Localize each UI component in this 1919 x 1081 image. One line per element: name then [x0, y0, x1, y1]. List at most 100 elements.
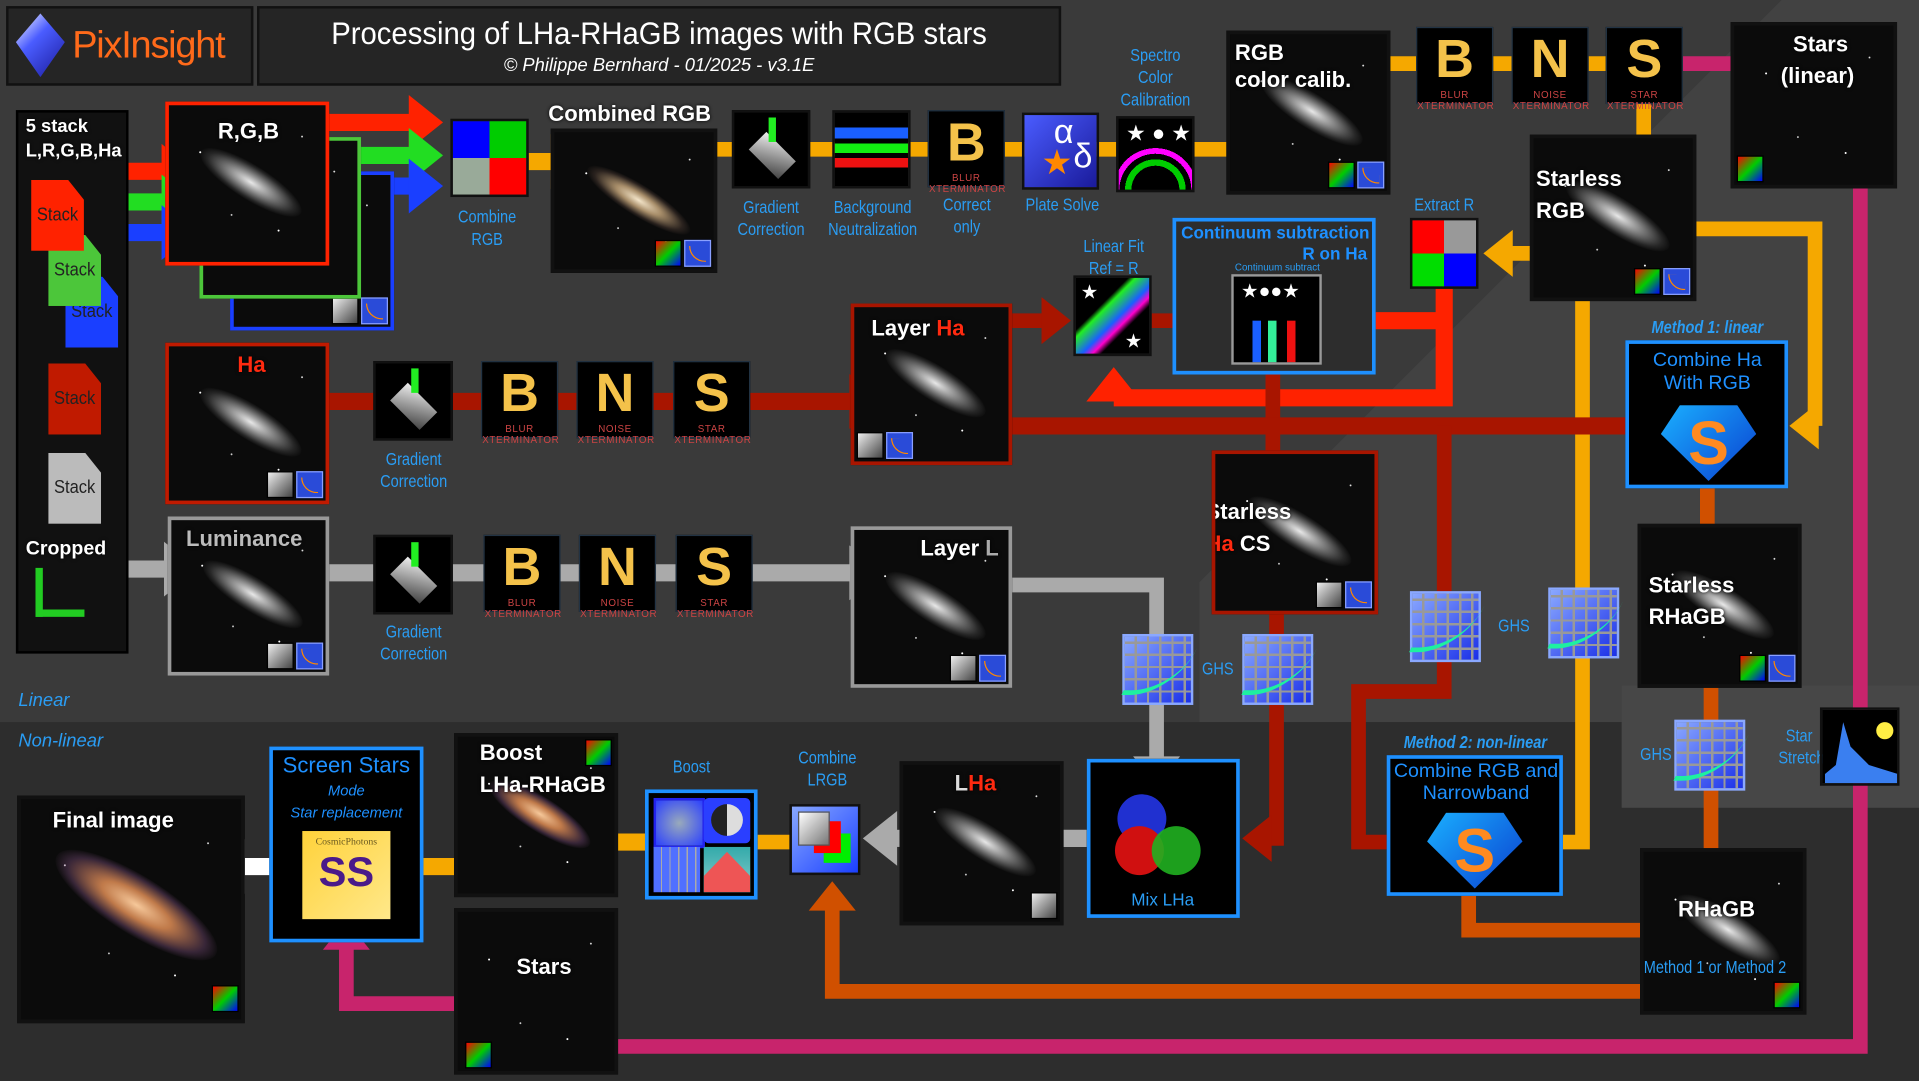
superman-s-icon: S [1660, 405, 1757, 481]
page-subtitle: © Philippe Bernhard - 01/2025 - v3.1E [503, 55, 815, 76]
method2-label: Method 2: non-linear [1403, 731, 1548, 752]
ghs-icon [1122, 633, 1194, 705]
input-title: 5 stack [25, 116, 88, 138]
combined-rgb-title: Combined RGB [548, 101, 712, 127]
mix-lha-label: Mix LHa [1131, 889, 1195, 910]
star-replacement-label: Star replacement [290, 804, 403, 822]
panel-title: Screen Stars [282, 752, 411, 778]
linear-fit-label: Linear Fit Ref = R [1083, 236, 1145, 278]
arrow-head-icon [1242, 814, 1272, 862]
image-title: Starless [1535, 166, 1622, 191]
arrow-head-icon [1086, 367, 1142, 402]
ghs-label: GHS [1201, 658, 1234, 679]
rgb-badge-icon [1739, 654, 1767, 682]
nonlinear-section-label: Non-linear [18, 730, 104, 752]
image-lha: LHa [899, 761, 1064, 926]
gray-badge-icon [266, 471, 294, 499]
curve-badge-icon [1768, 654, 1796, 682]
panel-title: R on Ha [1302, 243, 1368, 264]
method2-panel: Combine RGB and Narrowband S [1386, 755, 1563, 896]
arrow-head-icon [1483, 229, 1513, 277]
image-combined-rgb [550, 128, 718, 273]
image-title: color calib. [1234, 67, 1352, 92]
image-title-ha: Ha [1215, 531, 1234, 556]
image-title-ha: Ha [936, 315, 965, 341]
mode-label: Mode [327, 782, 365, 800]
continuum-icon-label: Continuum subtract [1234, 261, 1320, 273]
gray-badge-icon [949, 654, 977, 682]
page-title: Processing of LHa-RHaGB images with RGB … [331, 14, 987, 52]
method1-label: Method 1: linear [1651, 316, 1764, 337]
rgb-badge-icon [1736, 155, 1764, 183]
panel-title: Combine RGB and Narrowband [1393, 761, 1559, 805]
gradient-correction-icon [373, 534, 453, 615]
curve-badge-icon [1357, 161, 1385, 189]
ghs-icon [1409, 591, 1481, 663]
image-title: Boost [479, 740, 543, 765]
image-title: Final image [52, 807, 174, 833]
image-title-l: L [985, 536, 999, 561]
star-stretch-icon [1819, 707, 1900, 786]
gradient-correction-icon [373, 361, 453, 441]
ghs-label: GHS [1498, 615, 1530, 636]
gray-badge-icon [331, 297, 359, 325]
curve-badge-icon [296, 471, 324, 499]
crop-icon [35, 567, 85, 617]
linear-section-label: Linear [18, 690, 70, 712]
panel-title: Combine Ha With RGB [1652, 350, 1762, 395]
image-title: Starless [1211, 499, 1292, 524]
background-neutralization-label: Background Neutralization [828, 197, 918, 239]
cosmic-label: CosmicPhotons [315, 835, 378, 847]
screen-stars-panel: Screen Stars Mode Star replacement Cosmi… [269, 746, 424, 943]
image-luminance: Luminance [167, 516, 330, 676]
rgb-badge-icon [465, 1041, 493, 1069]
image-title: R,G,B [217, 118, 280, 144]
ss-label: SS [318, 849, 375, 896]
image-final: Final image [17, 795, 245, 1024]
image-title: (linear) [1780, 63, 1855, 89]
curve-badge-icon [684, 239, 712, 267]
superman-s-icon: S [1427, 812, 1523, 889]
gray-badge-icon [1315, 581, 1343, 609]
combine-rgb-label: Combine RGB [457, 206, 517, 249]
boost-icon-1 [653, 797, 705, 849]
connector-line [824, 907, 1641, 999]
correct-only-label: Correct only [943, 194, 991, 237]
arrow-head-icon [1041, 297, 1071, 345]
gray-badge-icon [856, 432, 884, 459]
pixinsight-logo-icon [15, 13, 65, 78]
curve-badge-icon [296, 642, 324, 670]
star-stretch-label: Star Stretch [1778, 725, 1825, 768]
extract-r-icon [1409, 217, 1479, 289]
panel-title: Continuum subtraction [1181, 222, 1370, 243]
yin-yang-icon [703, 797, 751, 844]
stack-r-icon: Stack [31, 179, 84, 251]
rgb-badge-icon [654, 239, 682, 267]
image-ha: Ha [165, 342, 330, 505]
continuum-subtraction-panel: Continuum subtraction R on Ha Continuum … [1172, 217, 1376, 375]
arrow-head-icon [808, 881, 856, 911]
input-stack-panel: 5 stack L,R,G,B,Ha Stack Stack Stack Sta… [15, 110, 129, 654]
spectro-color-calibration-icon: ★ ● ★ [1116, 116, 1195, 193]
image-title: Ha [237, 352, 266, 377]
rhagb-note: Method 1 or Method 2 [1643, 957, 1787, 977]
image-stars-linear: Stars(linear) [1730, 22, 1898, 189]
image-title: RHaGB [1648, 604, 1726, 630]
curve-badge-icon [1345, 581, 1372, 609]
logo-text: PixInsight [72, 23, 225, 67]
gray-badge-icon [266, 642, 294, 670]
curve-badge-icon [361, 297, 388, 325]
gray-badge-icon [1030, 892, 1058, 920]
extract-r-label: Extract R [1414, 194, 1475, 215]
